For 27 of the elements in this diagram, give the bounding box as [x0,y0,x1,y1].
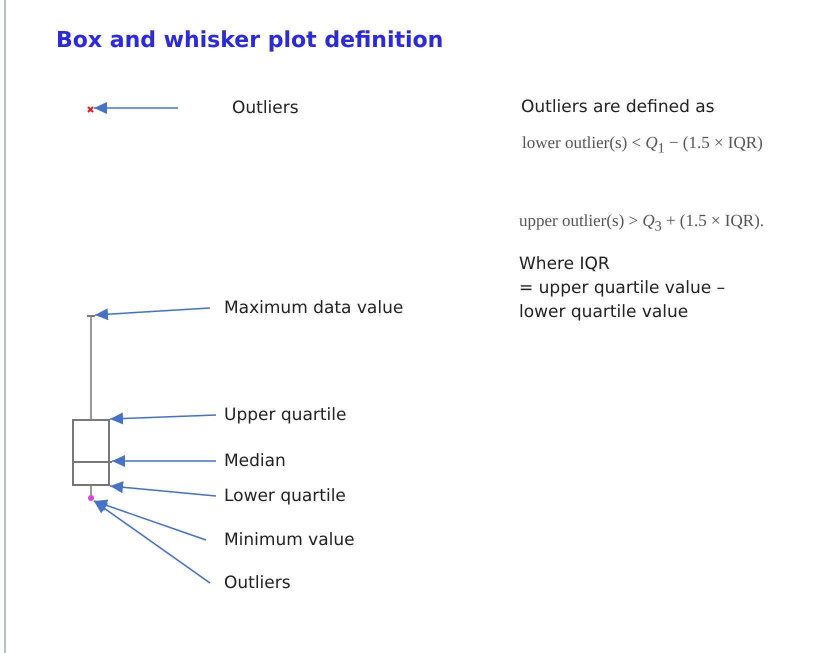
note-text: Outliers are defined as [521,96,716,119]
formula-text: lower outlier(s) < Q$_{1}$ − (1.5 × IQR) [522,132,763,158]
callout-label: Minimum value [224,529,355,551]
note-text: Where IQR [519,253,611,276]
formula-text: upper outlier(s) > Q$_{3}$ + (1.5 × IQR). [519,210,764,236]
whisker-cap [87,315,95,317]
callout-label: Median [224,450,286,472]
minimum-point [88,495,94,501]
callout-label: Maximum data value [224,297,404,319]
arrow [94,307,210,320]
callout-label: Outliers [232,97,299,119]
whisker-line [90,486,92,495]
arrow [112,455,216,467]
median-line [74,461,112,463]
arrow [110,412,216,424]
diagram-title: Box and whisker plot definition [56,28,444,53]
arrow [94,500,210,584]
arrow [110,481,216,497]
note-text: = upper quartile value – lower quartile value [519,277,726,324]
callout-label: Lower quartile [224,485,346,507]
quartile-box [72,419,110,486]
whisker-line [90,317,92,419]
outlier-marker [87,106,94,113]
callout-label: Outliers [224,572,291,594]
arrow [94,102,178,114]
arrow [94,500,206,541]
callout-label: Upper quartile [224,404,346,426]
